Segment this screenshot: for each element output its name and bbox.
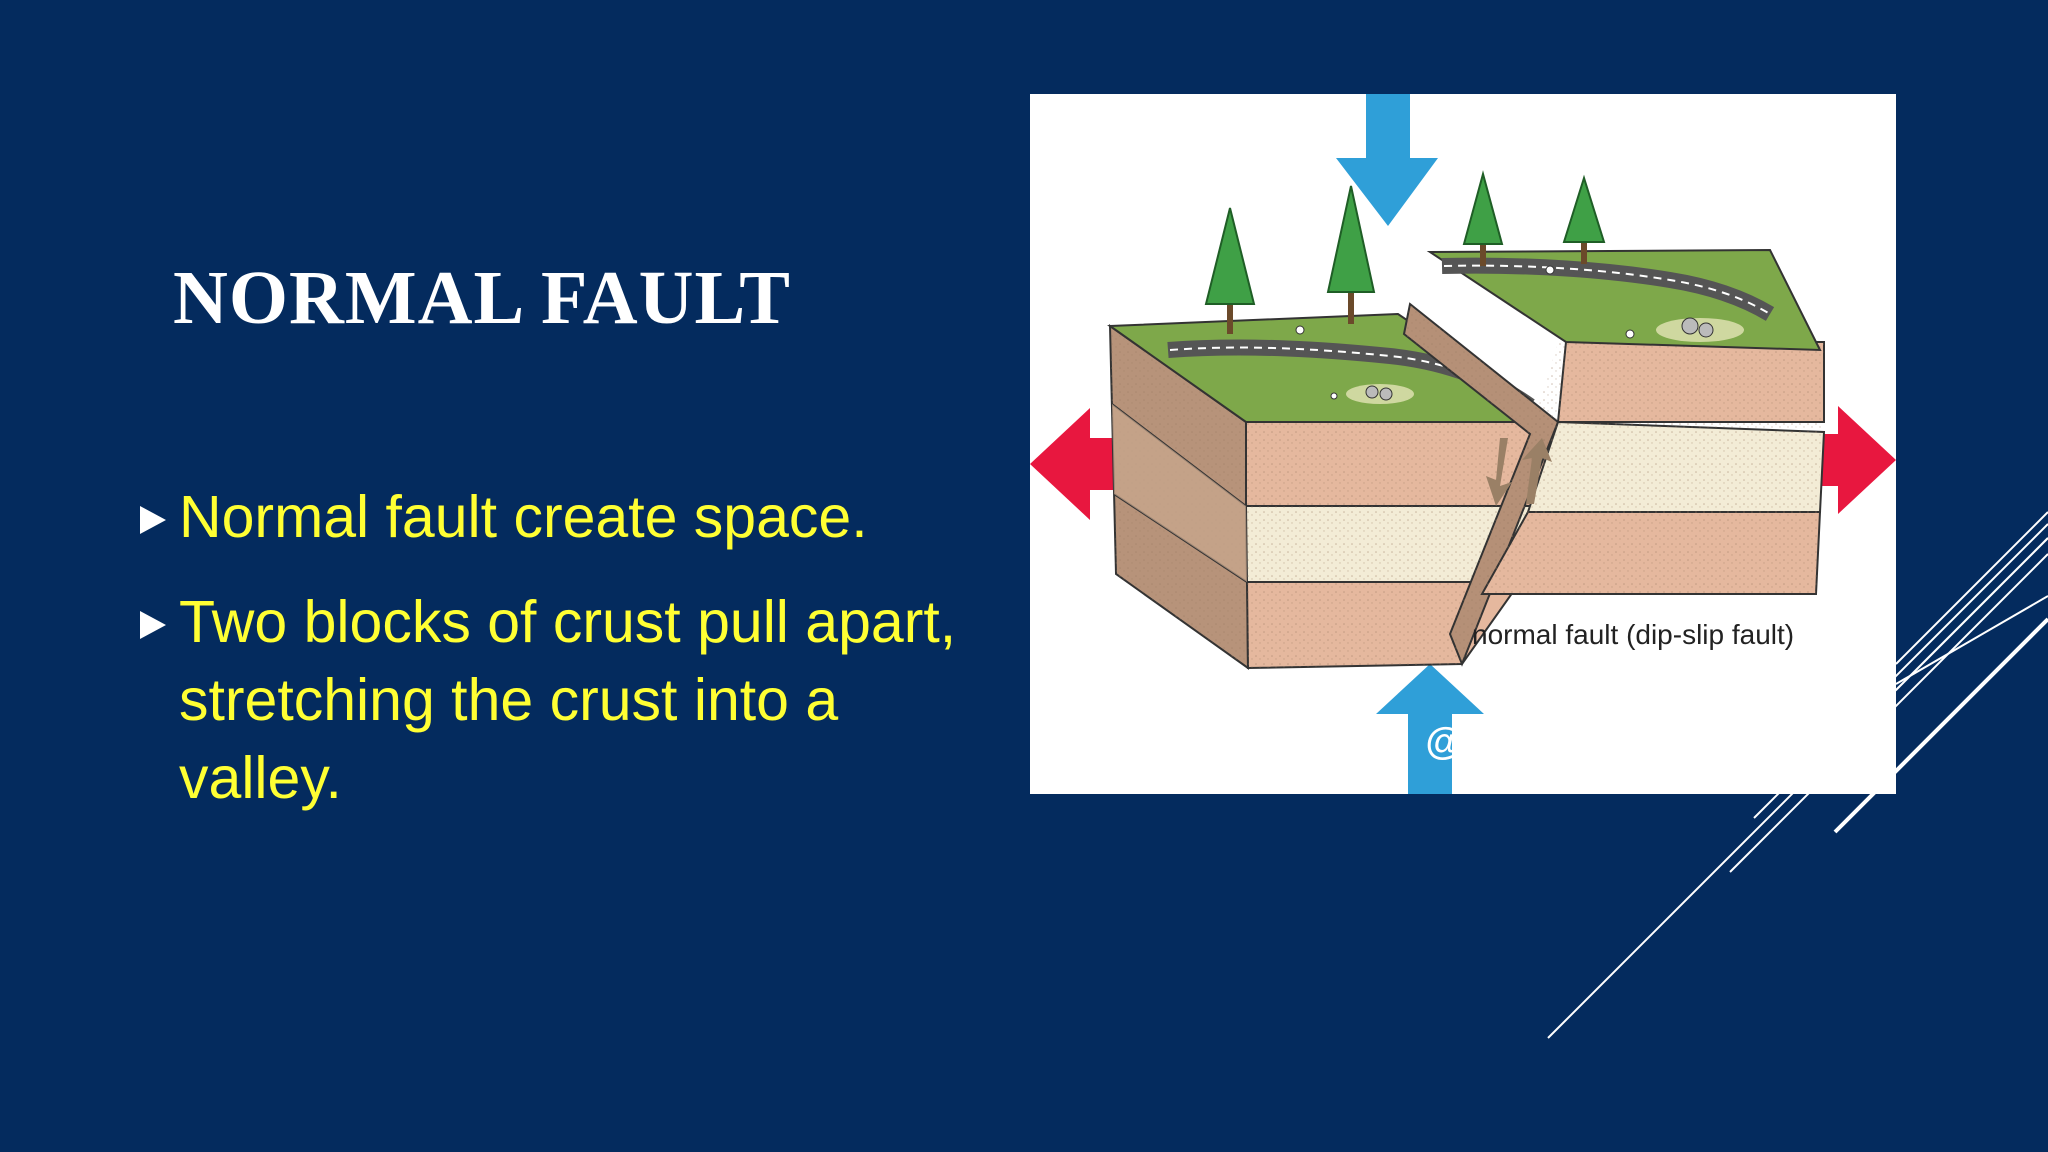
bullet-item: Normal fault create space. — [140, 478, 960, 556]
tree-icon — [1562, 174, 1606, 264]
tree-icon — [1462, 170, 1504, 266]
bullet-item: Two blocks of crust pull apart, stretchi… — [140, 583, 960, 817]
triangle-bullet-icon — [140, 611, 166, 639]
diagram-caption: normal fault (dip-slip fault) — [1472, 619, 1795, 650]
pull-right-arrow — [1800, 406, 1896, 514]
slip-down-arrow-icon — [1486, 438, 1512, 506]
tree-icon — [1326, 185, 1376, 324]
triangle-bullet-icon — [140, 506, 166, 534]
slip-up-arrow-icon — [1522, 438, 1552, 504]
slide-title: NORMAL FAULT — [173, 256, 791, 340]
down-arrow-icon — [1336, 94, 1438, 226]
watermark: @ — [1425, 721, 1462, 763]
fault-block-illustration: @ — [1030, 94, 1896, 794]
tree-icon — [1204, 207, 1256, 334]
bullet-text: Normal fault create space. — [179, 484, 868, 550]
bullet-list: Normal fault create space. Two blocks of… — [140, 478, 960, 844]
bullet-text: Two blocks of crust pull apart, stretchi… — [179, 589, 957, 811]
up-arrow-icon — [1376, 664, 1484, 794]
normal-fault-diagram: @ — [1030, 94, 1896, 794]
pull-left-arrow — [1030, 408, 1122, 520]
